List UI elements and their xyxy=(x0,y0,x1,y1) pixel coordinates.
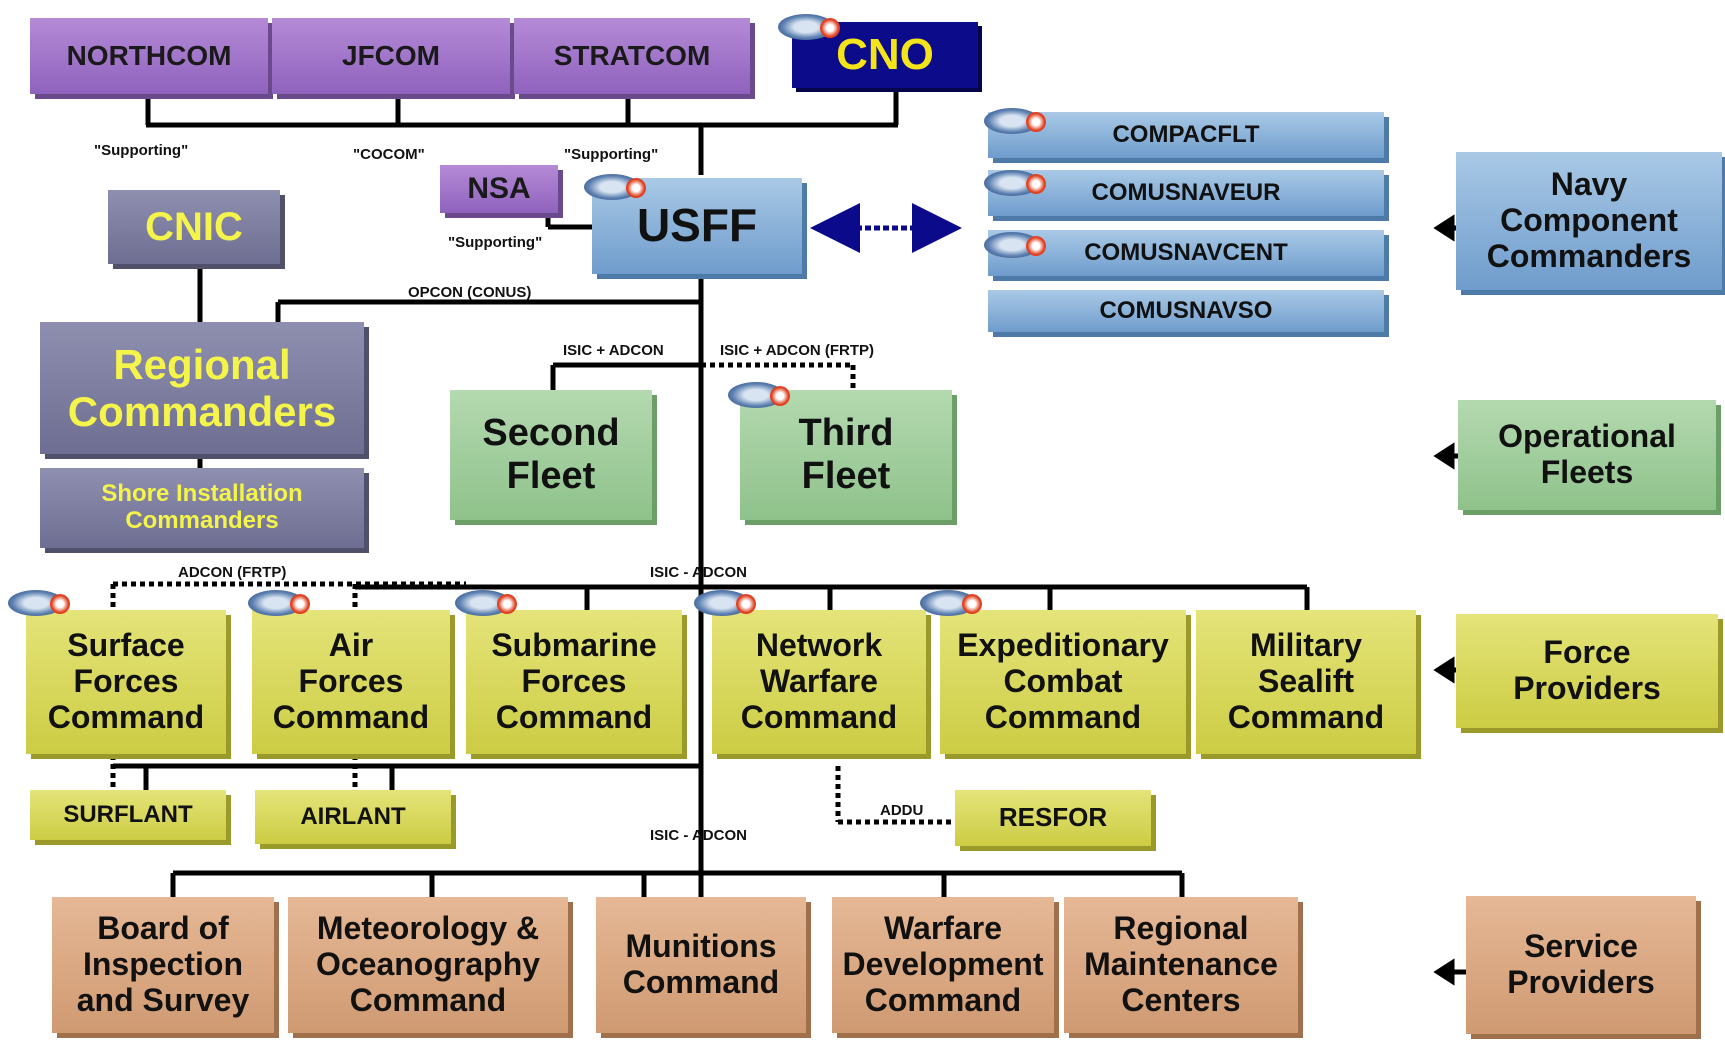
legend-service-providers: Service Providers xyxy=(1466,896,1696,1034)
navy-seal-icon xyxy=(778,12,840,42)
navy-seal-icon xyxy=(984,230,1046,260)
legend-force-providers: Force Providers xyxy=(1456,614,1718,728)
airlant-box: AIRLANT xyxy=(255,790,451,844)
component-commander-comusnavso: COMUSNAVSO xyxy=(988,290,1384,332)
label-isic-adcon-mid: ISIC - ADCON xyxy=(650,564,747,581)
service-command-meteorology: Meteorology & Oceanography Command xyxy=(288,897,568,1033)
label-opcon: OPCON (CONUS) xyxy=(408,284,532,301)
label-adcon-frtp: ADCON (FRTP) xyxy=(178,564,287,581)
navy-seal-icon xyxy=(584,172,646,202)
label-supporting-left: "Supporting" xyxy=(94,142,189,159)
component-commander-comusnaveur: COMUSNAVEUR xyxy=(988,170,1384,216)
service-command-regional-maintenance: Regional Maintenance Centers xyxy=(1064,897,1298,1033)
navy-seal-icon xyxy=(248,588,310,618)
stratcom-box: STRATCOM xyxy=(514,18,750,94)
service-command-munitions: Munitions Command xyxy=(596,897,806,1033)
navy-seal-icon xyxy=(694,588,756,618)
navy-seal-icon xyxy=(8,588,70,618)
resfor-box: RESFOR xyxy=(955,790,1151,846)
navy-seal-icon xyxy=(984,168,1046,198)
label-cocom: "COCOM" xyxy=(353,146,425,163)
navy-seal-icon xyxy=(920,588,982,618)
regional-commanders-box: Regional Commanders xyxy=(40,322,364,454)
label-isic-adcon-frtp: ISIC + ADCON (FRTP) xyxy=(720,342,875,359)
service-command-board-inspection: Board of Inspection and Survey xyxy=(52,897,274,1033)
cnic-box: CNIC xyxy=(108,190,280,264)
northcom-box: NORTHCOM xyxy=(30,18,268,94)
force-command-air: Air Forces Command xyxy=(252,610,450,754)
third-fleet-box: Third Fleet xyxy=(740,390,952,520)
second-fleet-box: Second Fleet xyxy=(450,390,652,520)
navy-seal-icon xyxy=(728,380,790,410)
component-commander-comusnavcent: COMUSNAVCENT xyxy=(988,230,1384,276)
label-supporting-nsa: "Supporting" xyxy=(448,234,543,251)
navy-seal-icon xyxy=(984,106,1046,136)
force-command-surface: Surface Forces Command xyxy=(26,610,226,754)
label-supporting-right: "Supporting" xyxy=(564,146,659,163)
force-command-network-warfare: Network Warfare Command xyxy=(712,610,926,754)
surflant-box: SURFLANT xyxy=(30,790,226,840)
label-isic-adcon-left: ISIC + ADCON xyxy=(563,342,664,359)
component-commander-compacflt: COMPACFLT xyxy=(988,112,1384,158)
legend-operational-fleets: Operational Fleets xyxy=(1458,400,1716,510)
label-addu: ADDU xyxy=(880,802,924,819)
legend-navy-component-commanders: Navy Component Commanders xyxy=(1456,152,1722,290)
force-command-military-sealift: Military Sealift Command xyxy=(1196,610,1416,754)
shore-installation-box: Shore Installation Commanders xyxy=(40,468,364,548)
navy-seal-icon xyxy=(455,588,517,618)
service-command-warfare-development: Warfare Development Command xyxy=(832,897,1054,1033)
nsa-box: NSA xyxy=(440,165,558,213)
left-arrow-icon xyxy=(1433,214,1478,986)
jfcom-box: JFCOM xyxy=(272,18,510,94)
force-command-submarine: Submarine Forces Command xyxy=(466,610,682,754)
label-isic-adcon-bottom: ISIC - ADCON xyxy=(650,827,747,844)
force-command-expeditionary: Expeditionary Combat Command xyxy=(940,610,1186,754)
